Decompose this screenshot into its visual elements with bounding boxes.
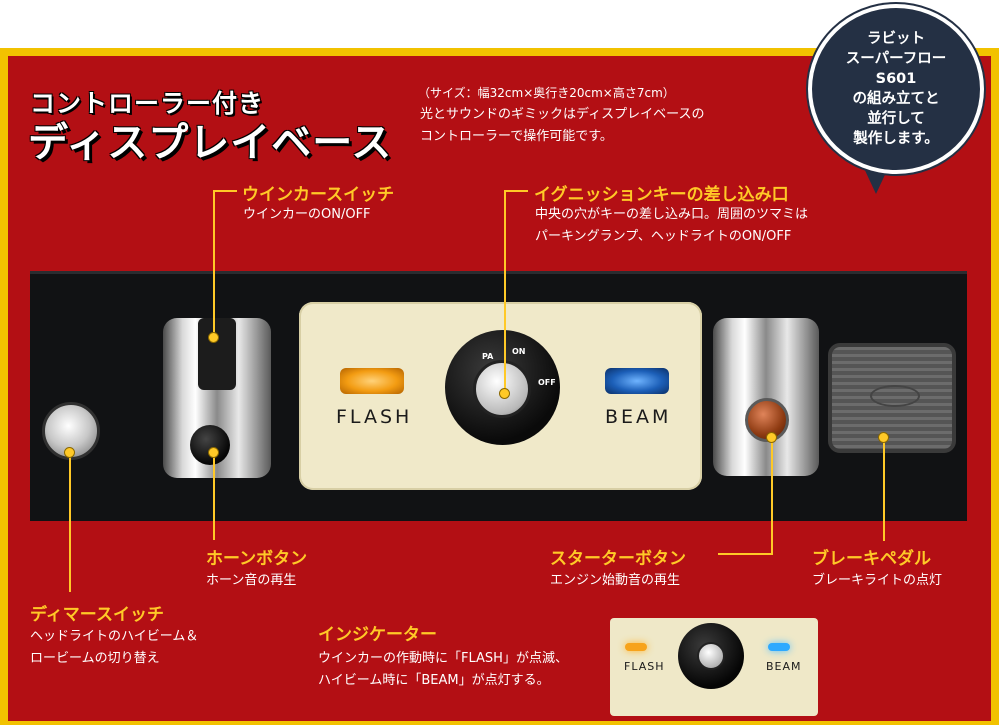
ignition-leader-h — [504, 190, 528, 192]
inset-beam-label: BEAM — [766, 660, 802, 673]
beam-label: BEAM — [605, 406, 672, 428]
ignition-off-mark: OFF — [538, 378, 556, 387]
speech-bubble: ラビット スーパーフロー S601 の組み立てと 並行して 製作します。 — [808, 4, 984, 174]
intro-text: 光とサウンドのギミックはディスプレイベースの コントローラーで操作可能です。 — [420, 107, 705, 144]
starter-leader-h — [718, 553, 773, 555]
brake-desc: ブレーキライトの点灯 — [812, 573, 943, 588]
winker-switch-lever[interactable] — [198, 318, 236, 390]
horn-leader — [213, 452, 215, 540]
flash-label: FLASH — [336, 406, 413, 428]
dimmer-dot — [64, 447, 75, 458]
winker-dot — [208, 332, 219, 343]
winker-label: ウインカースイッチ — [242, 185, 395, 205]
horn-dot — [208, 447, 219, 458]
inset-flash-lamp — [625, 643, 647, 651]
winker-leader-h — [213, 190, 237, 192]
indicator-desc: ウインカーの作動時に「FLASH」が点滅、 ハイビーム時に「BEAM」が点灯する… — [318, 651, 568, 688]
starter-desc: エンジン始動音の再生 — [550, 573, 681, 588]
ignition-desc: 中央の穴がキーの差し込み口。周囲のツマミは パーキングランプ、ヘッドライトのON… — [535, 207, 809, 244]
dimmer-desc: ヘッドライトのハイビーム＆ ロービームの切り替え — [30, 629, 199, 666]
inset-ignition-slot — [697, 642, 725, 670]
horn-button[interactable] — [190, 425, 230, 465]
title-line-2: ディスプレイベース — [28, 120, 393, 166]
dimmer-switch[interactable] — [42, 402, 100, 460]
dimmer-leader — [69, 452, 71, 592]
inset-beam-lamp — [768, 643, 790, 651]
horn-desc: ホーン音の再生 — [206, 573, 297, 588]
indicator-label: インジケーター — [318, 625, 437, 645]
winker-desc: ウインカーのON/OFF — [243, 207, 371, 222]
winker-leader-v — [213, 190, 215, 336]
ignition-on-mark: ON — [512, 347, 526, 356]
brake-dot — [878, 432, 889, 443]
starter-leader-v — [771, 437, 773, 554]
pedal-logo-icon — [870, 385, 920, 407]
ignition-label: イグニッションキーの差し込み口 — [534, 185, 789, 205]
inset-flash-label: FLASH — [624, 660, 665, 673]
starter-housing — [713, 318, 819, 476]
horn-label: ホーンボタン — [206, 549, 308, 569]
ignition-pa-mark: PA — [482, 352, 494, 361]
beam-lamp — [605, 368, 669, 394]
brake-label: ブレーキペダル — [812, 549, 931, 569]
ignition-dot — [499, 388, 510, 399]
title-line-1: コントローラー付き — [30, 89, 265, 118]
bubble-text: ラビット スーパーフロー S601 の組み立てと 並行して 製作します。 — [845, 31, 947, 147]
flash-lamp — [340, 368, 404, 394]
starter-label: スターターボタン — [550, 549, 686, 569]
brake-leader — [883, 437, 885, 541]
ignition-leader-v — [504, 190, 506, 392]
starter-dot — [766, 432, 777, 443]
size-note: （サイズ：幅32cm×奥行き20cm×高さ7cm） — [418, 86, 675, 100]
dimmer-label: ディマースイッチ — [30, 605, 164, 625]
